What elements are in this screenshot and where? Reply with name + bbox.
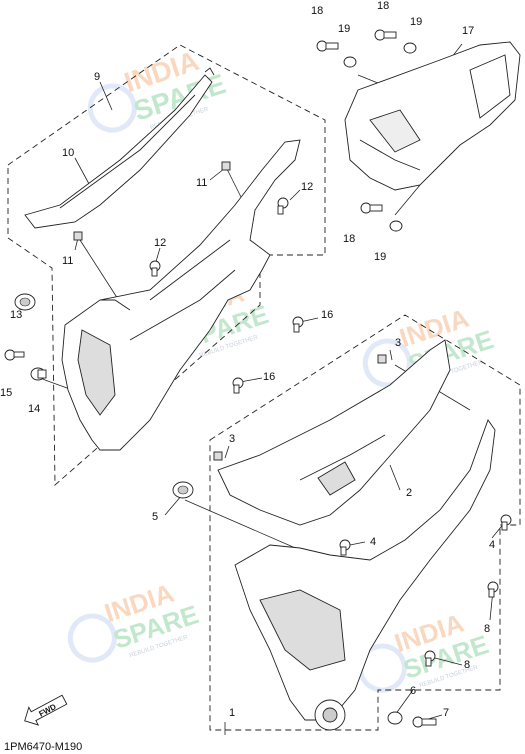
callout-label: 19 [410, 16, 422, 28]
part-9-trim-strip [24, 67, 215, 229]
callout-label: 19 [374, 251, 386, 263]
callout-label: 4 [370, 536, 376, 548]
part-14-collar [30, 367, 47, 381]
callout-label: 18 [343, 233, 355, 245]
diagram-code: 1PM6470-M190 [4, 741, 82, 753]
callout-label: 16 [263, 371, 275, 383]
part-7-bolt [412, 716, 437, 728]
part-13-grommet [14, 293, 36, 311]
callout-label: 10 [62, 147, 74, 159]
callout-labels: 9 10 11 11 12 12 13 14 15 16 16 17 18 18… [0, 0, 495, 719]
callout-label: 4 [489, 539, 495, 551]
callout-label: 14 [28, 403, 40, 415]
part-5-grommet [172, 481, 194, 499]
callout-label: 7 [443, 707, 449, 719]
callout-label: 11 [196, 177, 207, 189]
part-8-screw [424, 581, 499, 667]
callout-label: 16 [321, 309, 333, 321]
part-12-screw [149, 197, 289, 277]
callout-label: 18 [311, 5, 323, 17]
callout-label: 19 [338, 23, 350, 35]
left-cover-group-outline [7, 44, 326, 486]
callout-label: 8 [464, 659, 470, 671]
callout-label: 11 [62, 255, 73, 267]
callout-label: 8 [484, 623, 490, 635]
callout-label: 17 [462, 25, 474, 37]
fwd-arrow-icon: FWD [24, 694, 68, 726]
part-3-clip-nut [213, 354, 387, 461]
part-16-screw [232, 316, 304, 394]
callout-label: 18 [377, 0, 389, 12]
callout-label: 1 [229, 707, 235, 719]
watermark-logo-icon [87, 83, 137, 133]
callout-label: 6 [410, 685, 416, 697]
part-15-screw [4, 349, 25, 361]
part-17-battery-box [344, 41, 521, 191]
watermark-logo-icon [357, 643, 407, 693]
part-18-bolt [316, 29, 397, 214]
callout-label: 12 [301, 181, 313, 193]
callout-label: 12 [154, 237, 166, 249]
part-4-screw [339, 514, 512, 556]
part-11-clip-nut [73, 161, 231, 241]
left-side-cover [61, 139, 301, 451]
callout-label: 3 [229, 433, 235, 445]
callout-label: 15 [0, 387, 12, 399]
callout-label: 5 [152, 511, 158, 523]
part-1-lower-panel [234, 419, 496, 731]
part-6-collar [387, 711, 403, 725]
part-19-collar [343, 42, 417, 232]
watermark-logo-icon [67, 613, 117, 663]
callout-label: 9 [94, 71, 100, 83]
callout-label: 2 [406, 487, 412, 499]
callout-label: 13 [10, 309, 22, 321]
callout-label: 3 [395, 337, 401, 349]
dashed-group-outlines [7, 44, 521, 731]
watermark-4: INDIA SPARE REBUILD TOGETHER [67, 578, 202, 663]
part-2-side-cover [217, 339, 451, 526]
